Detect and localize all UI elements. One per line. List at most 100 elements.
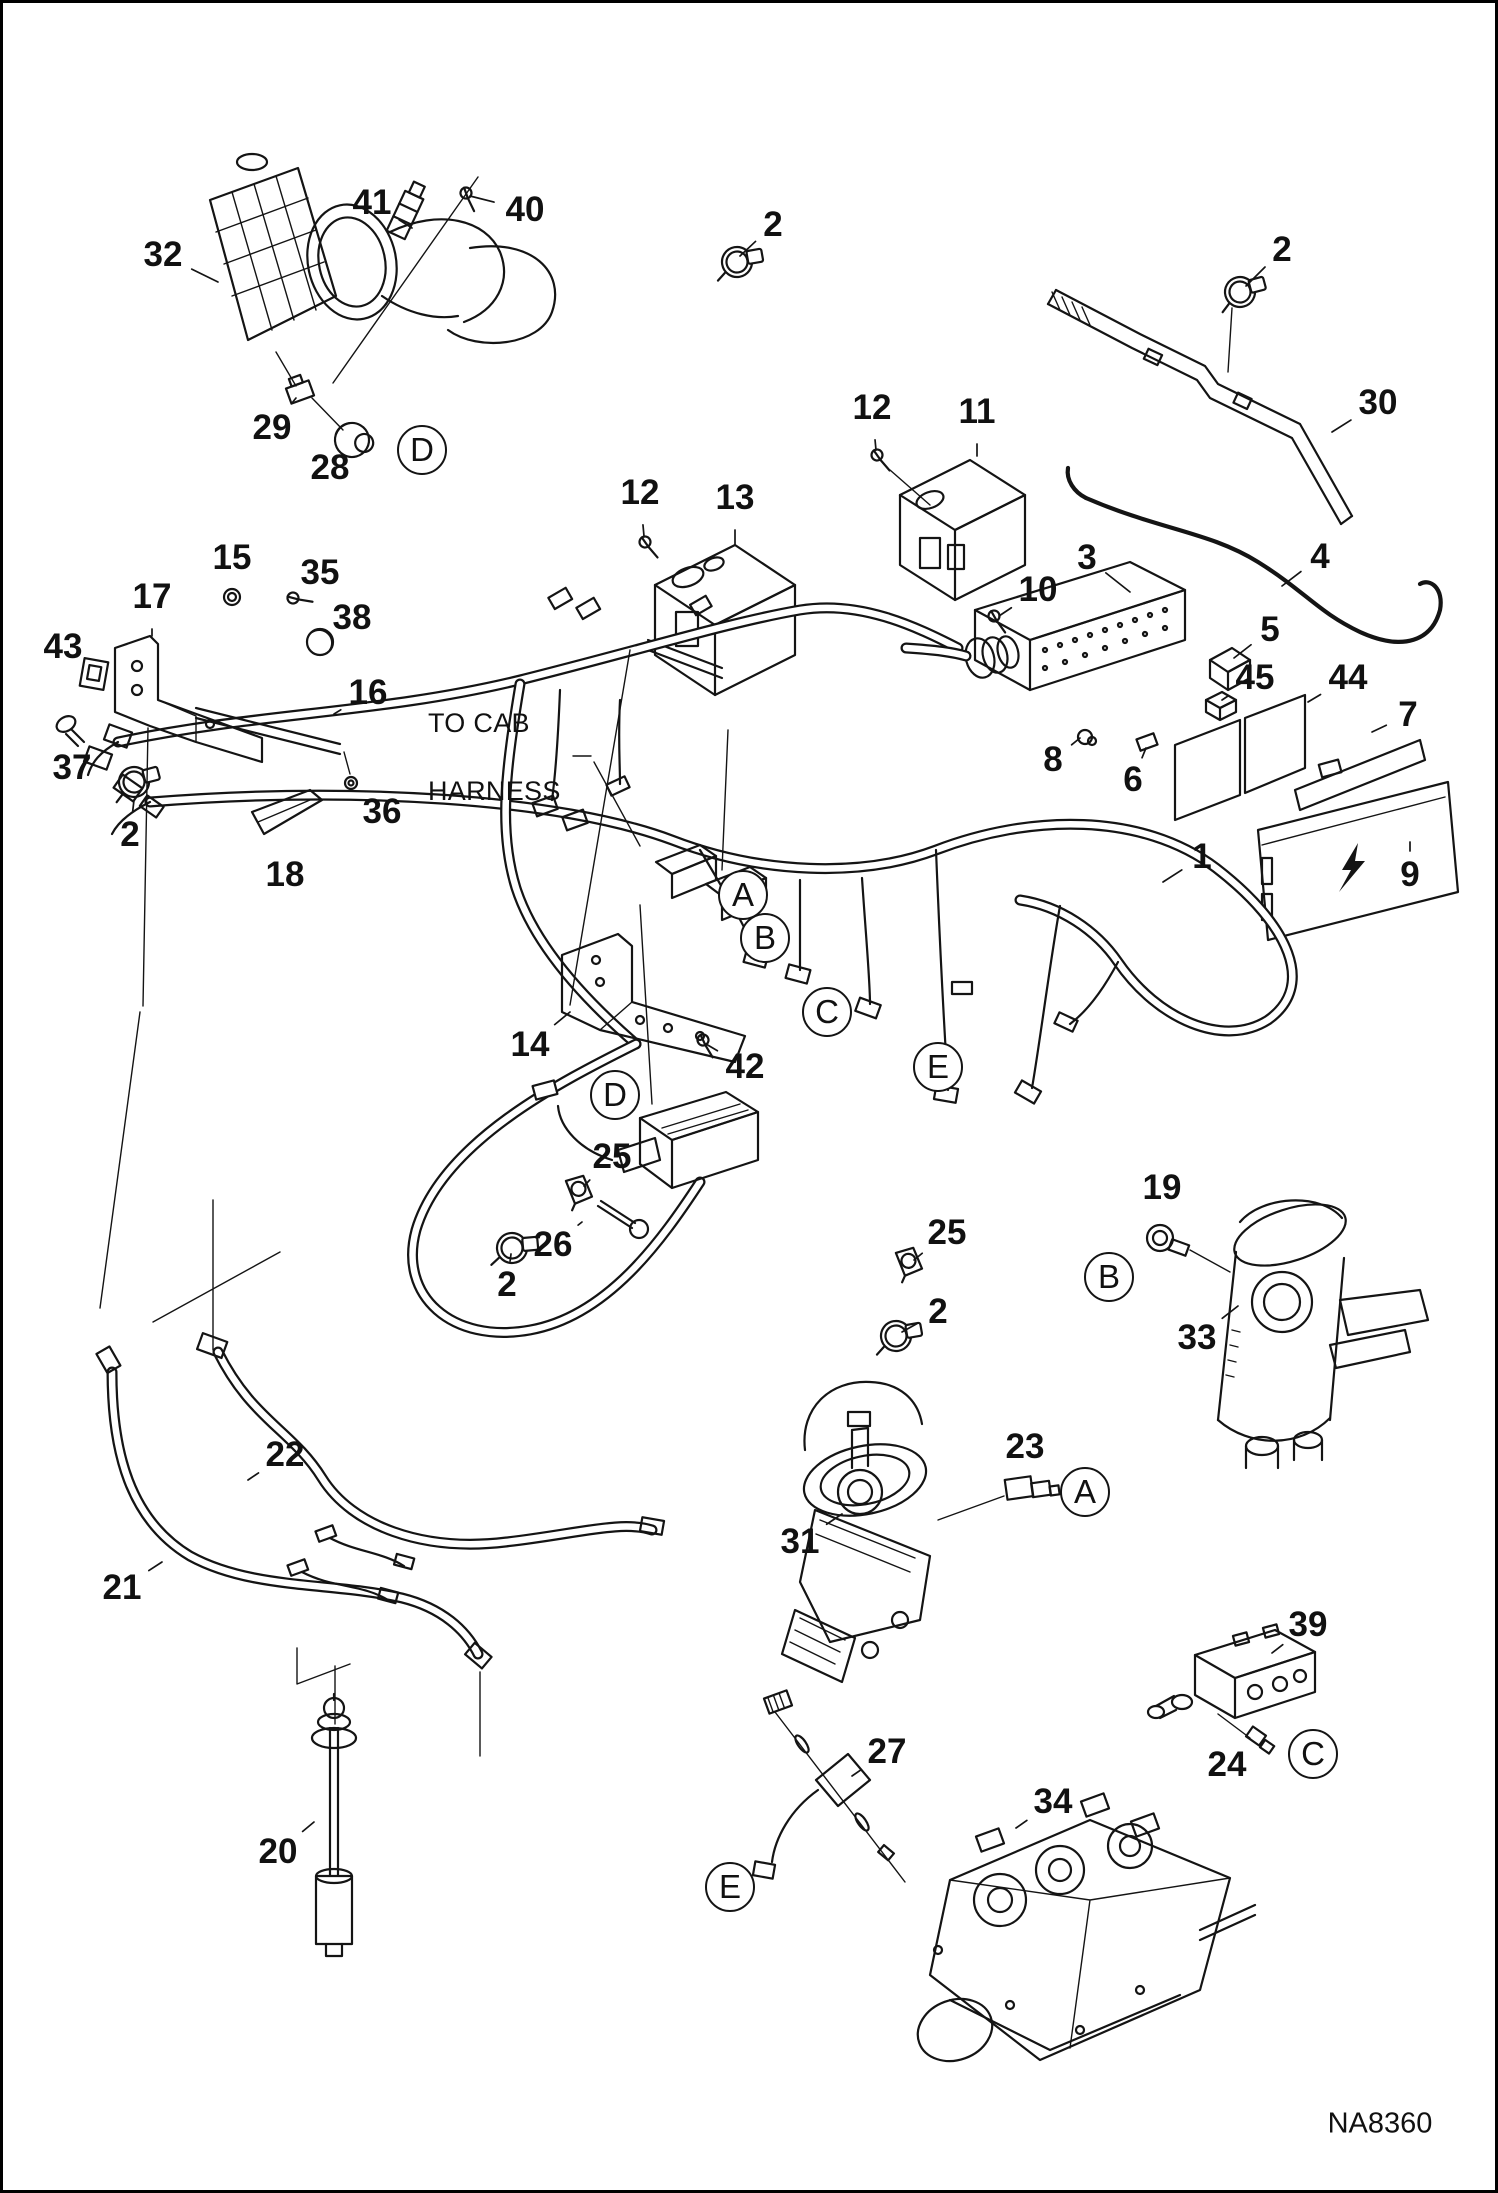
callout-label-29: 29 — [252, 408, 292, 447]
callout-label-3: 3 — [1077, 538, 1097, 577]
callout-label-25: 25 — [592, 1137, 632, 1176]
callout-label-43: 43 — [43, 627, 83, 666]
detail-guide-lines — [99, 649, 729, 1757]
callout-label-45: 45 — [1235, 658, 1275, 697]
to-cab-harness-line2: HARNESS — [428, 776, 561, 806]
leader-line — [705, 1043, 719, 1052]
callout-label-5: 5 — [1260, 610, 1280, 649]
callout-label-2: 2 — [497, 1265, 517, 1304]
leader-line — [583, 1179, 591, 1187]
callout-label-31: 31 — [780, 1522, 820, 1561]
air-cleaner-assembly — [208, 152, 557, 431]
leader-line — [398, 219, 413, 229]
jumper-cables-21-22 — [95, 1331, 666, 1670]
to-cab-harness-line1: TO CAB — [428, 708, 530, 738]
leader-line — [901, 1322, 918, 1333]
callout-label-13: 13 — [715, 478, 755, 517]
decal-plates-44-7 — [1173, 693, 1427, 822]
callout-label-16: 16 — [348, 673, 388, 712]
callout-label-12: 12 — [620, 473, 660, 512]
callout-label-34: 34 — [1033, 1782, 1073, 1821]
callout-label-40: 40 — [505, 190, 545, 229]
wire-4 — [1065, 465, 1443, 644]
callout-label-17: 17 — [132, 577, 172, 616]
callout-label-36: 36 — [362, 792, 402, 831]
detail-ref-circle-D: D — [590, 1070, 640, 1120]
to-cab-harness-note: TO CAB HARNESS — [428, 706, 561, 808]
callout-label-23: 23 — [1005, 1427, 1045, 1466]
cab-harness-connectors — [572, 755, 768, 1105]
leader-line — [913, 1252, 924, 1261]
engine-ecu-3 — [964, 560, 1252, 752]
detail-ref-circle-A: A — [1060, 1467, 1110, 1517]
mounting-bracket-14 — [560, 932, 747, 1064]
leader-line — [1307, 693, 1322, 703]
callout-label-24: 24 — [1207, 1745, 1247, 1784]
callout-label-26: 26 — [533, 1225, 573, 1264]
leader-line — [1245, 266, 1266, 287]
callout-label-41: 41 — [352, 183, 392, 222]
pump-31 — [780, 1380, 1061, 1684]
leader-line — [1331, 419, 1352, 433]
callout-label-2: 2 — [1272, 230, 1292, 269]
leader-line — [147, 1561, 163, 1572]
callout-label-30: 30 — [1358, 383, 1398, 422]
detail-ref-circle-C: C — [1288, 1729, 1338, 1779]
leader-line — [301, 1821, 315, 1833]
callout-label-4: 4 — [1310, 537, 1330, 576]
sensor-23 — [937, 1475, 1061, 1521]
leader-line — [874, 439, 877, 451]
leader-line — [333, 708, 342, 715]
leader-line — [851, 1769, 862, 1777]
canister-33 — [1145, 1199, 1430, 1470]
leader-line — [1141, 747, 1147, 759]
detail-ref-circle-B: B — [740, 913, 790, 963]
relay-connector-d — [531, 1079, 760, 1190]
leader-line — [247, 1472, 260, 1481]
detail-ref-circle-B: B — [1084, 1252, 1134, 1302]
figure-code: NA8360 — [1327, 2107, 1433, 2140]
callout-label-35: 35 — [300, 553, 340, 592]
leader-line — [553, 1011, 571, 1026]
air-sensor-41 — [385, 180, 484, 241]
callout-label-38: 38 — [332, 598, 372, 637]
callout-label-1: 1 — [1192, 837, 1212, 876]
callout-label-8: 8 — [1043, 740, 1063, 779]
leader-line — [1221, 1305, 1239, 1320]
sensor-19 — [1145, 1223, 1231, 1273]
leader-line — [1233, 643, 1252, 659]
connector-45 — [1204, 690, 1238, 722]
callout-label-18: 18 — [265, 855, 305, 894]
callout-label-37: 37 — [52, 748, 92, 787]
leader-line — [509, 1253, 512, 1263]
callout-label-28: 28 — [310, 448, 350, 487]
callout-label-10: 10 — [1018, 570, 1058, 609]
callout-label-44: 44 — [1328, 658, 1368, 697]
detail-ref-circle-E: E — [913, 1042, 963, 1092]
callout-label-2: 2 — [763, 205, 783, 244]
clip-25-bolt-26 — [564, 1173, 925, 1284]
leader-line — [469, 195, 495, 203]
leader-line — [1015, 1819, 1028, 1829]
leader-line — [1271, 1643, 1284, 1654]
leader-line — [998, 606, 1013, 617]
fuel-sender-20 — [310, 1692, 358, 1958]
callout-label-42: 42 — [725, 1047, 765, 1086]
leader-line — [1371, 724, 1388, 733]
leader-line — [1104, 572, 1131, 593]
callout-label-39: 39 — [1288, 1605, 1328, 1644]
callout-label-33: 33 — [1177, 1318, 1217, 1357]
leader-line — [1162, 869, 1183, 883]
leader-line — [291, 397, 297, 404]
relay-5 — [1208, 646, 1252, 692]
callout-label-25: 25 — [927, 1213, 967, 1252]
callout-label-15: 15 — [212, 538, 252, 577]
valve-assembly-34 — [916, 1792, 1257, 2063]
callout-label-9: 9 — [1400, 855, 1420, 894]
detail-ref-circle-A: A — [718, 870, 768, 920]
callout-label-20: 20 — [258, 1832, 298, 1871]
leader-line — [1221, 694, 1230, 701]
